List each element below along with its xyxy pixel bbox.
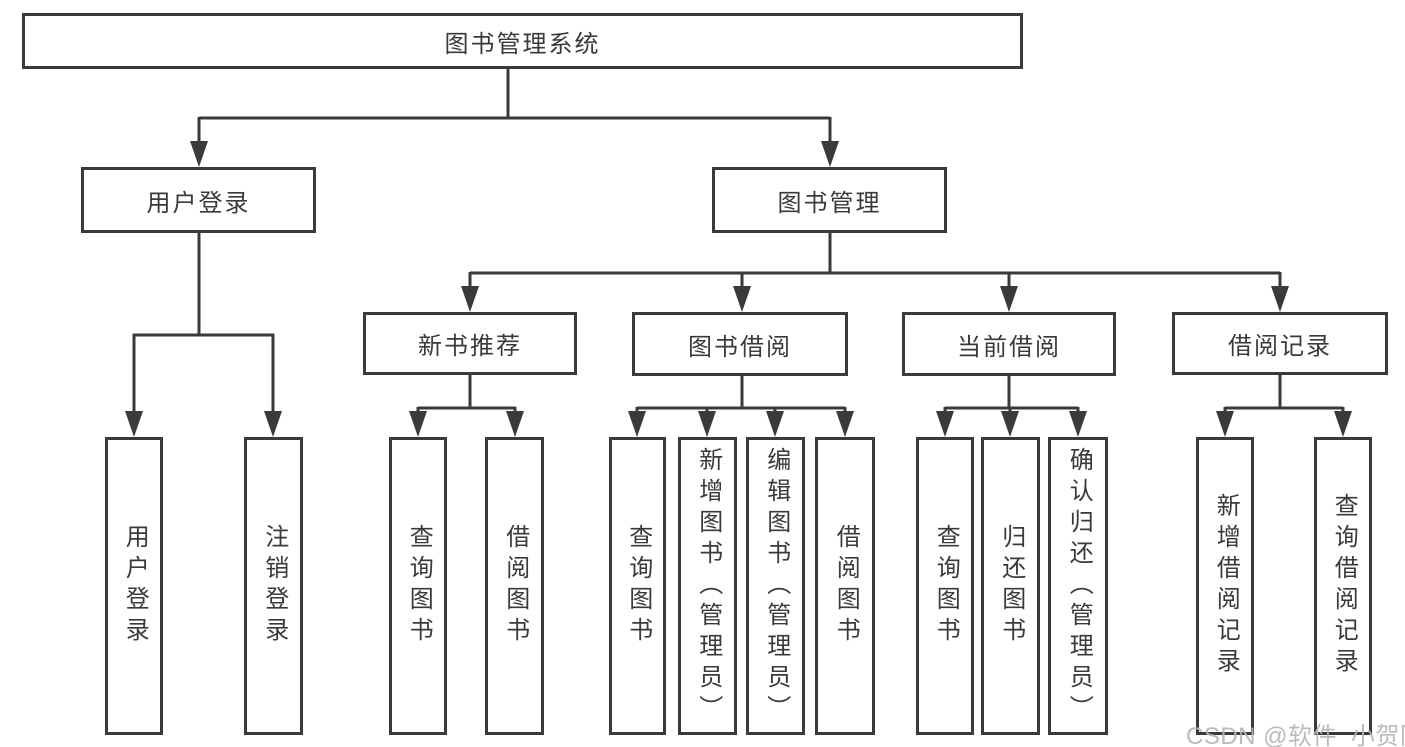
node-book-management: 图书管理 (712, 167, 947, 233)
connector-root-to-level2 (190, 69, 839, 167)
csdn-watermark: CSDN @软件_小贺同学 (1186, 723, 1405, 747)
connector-user-login-children (125, 233, 282, 437)
leaf-return-book: 归还图书 (981, 437, 1040, 735)
node-root-system-label: 图书管理系统 (444, 30, 601, 58)
leaf-query-books-borrow-label: 查询图书 (624, 524, 652, 648)
leaf-borrow-books-recommend-label: 借阅图书 (501, 524, 529, 648)
leaf-query-books-borrow: 查询图书 (609, 437, 666, 735)
leaf-add-borrow-record: 新增借阅记录 (1196, 437, 1254, 735)
node-root-system: 图书管理系统 (22, 13, 1023, 69)
leaf-user-login: 用户登录 (105, 437, 163, 735)
node-current-borrow: 当前借阅 (902, 312, 1116, 376)
connector-book-borrow-children (628, 376, 854, 437)
node-user-login: 用户登录 (81, 167, 316, 233)
connector-borrow-records-children (1216, 375, 1352, 437)
node-book-borrow-label: 图书借阅 (688, 333, 792, 361)
leaf-user-login-label: 用户登录 (121, 524, 149, 648)
leaf-query-books-recommend-label: 查询图书 (405, 524, 433, 648)
leaf-add-borrow-record-label: 新增借阅记录 (1212, 493, 1240, 679)
leaf-query-borrow-record-label: 查询借阅记录 (1330, 493, 1358, 679)
leaf-query-books-current-label: 查询图书 (932, 524, 960, 648)
leaf-query-books-recommend: 查询图书 (389, 437, 447, 735)
node-current-borrow-label: 当前借阅 (957, 333, 1061, 361)
node-borrow-records: 借阅记录 (1172, 312, 1388, 375)
leaf-borrow-books: 借阅图书 (815, 437, 875, 735)
node-book-management-label: 图书管理 (777, 189, 882, 217)
leaf-query-books-current: 查询图书 (916, 437, 974, 735)
leaf-add-book-admin-label: 新增图书（管理员） (694, 446, 722, 726)
leaf-return-book-label: 归还图书 (997, 524, 1025, 648)
node-new-book-recommend: 新书推荐 (363, 312, 577, 375)
node-user-login-label: 用户登录 (146, 189, 251, 217)
connector-current-borrow-children (936, 376, 1087, 437)
leaf-confirm-return-admin: 确认归还（管理员） (1048, 437, 1108, 735)
leaf-borrow-books-recommend: 借阅图书 (485, 437, 544, 735)
leaf-edit-book-admin: 编辑图书（管理员） (746, 437, 805, 735)
leaf-logout-label: 注销登录 (260, 524, 288, 648)
node-book-borrow: 图书借阅 (632, 312, 848, 376)
connector-book-management-children (461, 233, 1289, 312)
leaf-borrow-books-label: 借阅图书 (832, 524, 860, 648)
node-borrow-records-label: 借阅记录 (1228, 333, 1332, 360)
leaf-logout: 注销登录 (244, 437, 303, 735)
leaf-confirm-return-admin-label: 确认归还（管理员） (1065, 446, 1093, 726)
leaf-add-book-admin: 新增图书（管理员） (678, 437, 737, 735)
connector-new-book-recommend-children (409, 375, 524, 437)
node-new-book-recommend-label: 新书推荐 (418, 333, 522, 360)
leaf-edit-book-admin-label: 编辑图书（管理员） (762, 446, 790, 726)
leaf-query-borrow-record: 查询借阅记录 (1314, 437, 1372, 735)
